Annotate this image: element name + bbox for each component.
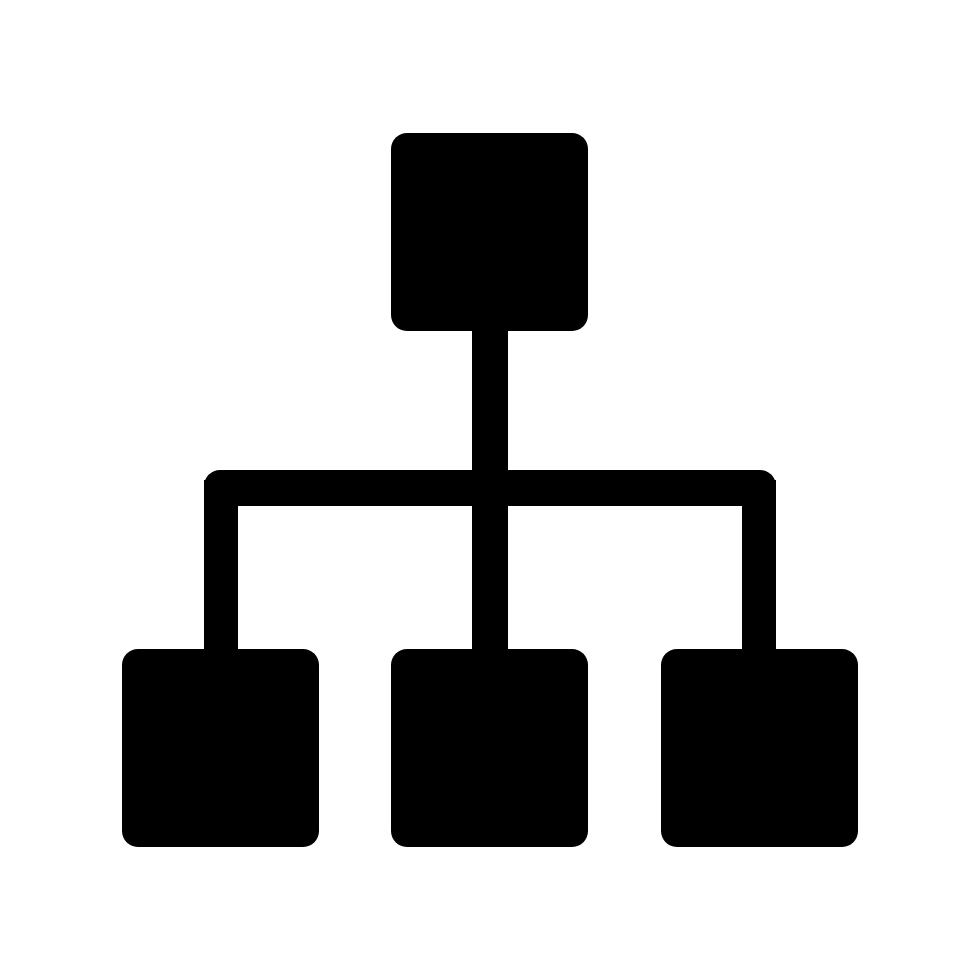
root-node: [391, 133, 588, 331]
child-node-right: [661, 649, 858, 847]
child-node-center: [391, 649, 588, 847]
center-branch-line: [472, 480, 508, 660]
connector-lines: [204, 320, 776, 660]
right-branch-line: [742, 480, 776, 660]
root-stem-line: [472, 320, 508, 480]
left-branch-line: [204, 480, 238, 660]
hierarchy-nodes: [122, 133, 858, 847]
child-node-left: [122, 649, 319, 847]
